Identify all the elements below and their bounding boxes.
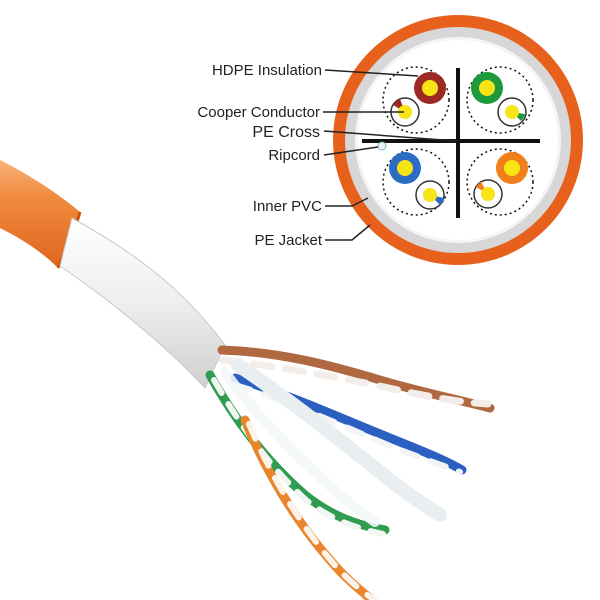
- pair-outline-top-left: [382, 66, 450, 134]
- inner-pvc-ring: [345, 27, 571, 253]
- orange-conductor: [504, 160, 520, 176]
- ripcord-dot: [377, 141, 387, 151]
- pair-outline-bottom-left: [382, 148, 450, 216]
- green-white-conductor: [505, 105, 519, 119]
- leader-pe-cross: [323, 130, 457, 142]
- leader-inner-pvc: [325, 197, 369, 207]
- leader-pe-jacket: [325, 224, 371, 241]
- blue-white-conductor: [423, 188, 437, 202]
- twisted-pair-green: [205, 370, 390, 537]
- cable-orange-jacket: [0, 160, 80, 268]
- leader-ripcord: [323, 146, 379, 156]
- leader-hdpe-insulation: [324, 69, 419, 77]
- cable-illustration: [0, 160, 495, 600]
- cross-section: [333, 15, 583, 265]
- orange-white-conductor: [481, 187, 495, 201]
- label-cooper-conductor: Cooper Conductor: [197, 104, 320, 121]
- pair-outline-bottom-right: [466, 148, 534, 216]
- green-conductor: [479, 80, 495, 96]
- callout-labels: HDPE Insulation Cooper Conductor PE Cros…: [197, 62, 322, 249]
- brown-conductor: [422, 80, 438, 96]
- pair-outline-top-right: [466, 66, 534, 134]
- label-inner-pvc: Inner PVC: [253, 198, 322, 215]
- pe-cross-spline-strand-2: [220, 367, 380, 527]
- pe-cross-spline-strand: [231, 358, 447, 522]
- leader-lines: [323, 69, 457, 241]
- blue-conductor: [397, 160, 413, 176]
- twisted-pair-orange: [240, 415, 378, 600]
- cable-inner-pvc-sheath: [59, 217, 226, 389]
- label-hdpe-insulation: HDPE Insulation: [212, 62, 322, 79]
- label-pe-jacket: PE Jacket: [254, 232, 322, 249]
- twisted-pair-brown: [217, 345, 495, 413]
- label-pe-cross: PE Cross: [252, 124, 320, 141]
- label-ripcord: Ripcord: [268, 147, 320, 164]
- brown-white-conductor: [398, 105, 412, 119]
